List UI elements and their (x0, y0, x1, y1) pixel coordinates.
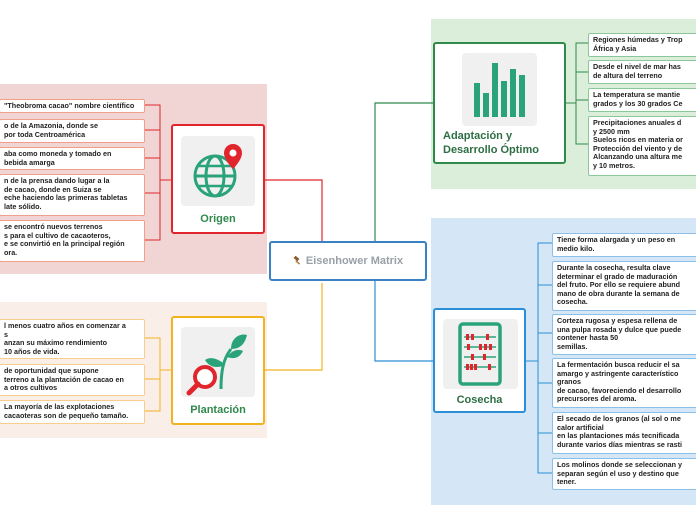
cosecha-title: Cosecha (456, 394, 503, 406)
cosecha-item-5[interactable]: El secado de los granos (al sol o me cal… (552, 412, 696, 454)
central-title: Eisenhower Matrix (305, 255, 404, 267)
central-topic[interactable]: Eisenhower Matrix (269, 241, 427, 281)
adaptacion-item-4[interactable]: Precipitaciones anuales d y 2500 mm Suel… (588, 116, 696, 176)
plant-search-icon (181, 327, 255, 397)
plantacion-item-3[interactable]: La mayoría de las explotaciones cacaoter… (0, 400, 145, 424)
cosecha-item-4[interactable]: La fermentación busca reducir el sa amar… (552, 358, 696, 408)
plantacion-item-1[interactable]: l menos cuatro años en comenzar a s anza… (0, 319, 145, 359)
origen-item-5[interactable]: se encontró nuevos terrenos s para el cu… (0, 220, 145, 262)
cosecha-item-2[interactable]: Durante la cosecha, resulta clave determ… (552, 261, 696, 311)
origen-item-2[interactable]: o de la Amazonia, donde se por toda Cent… (0, 119, 145, 143)
cosecha-item-3[interactable]: Corteza rugosa y espesa rellena de una p… (552, 314, 696, 355)
cosecha-node[interactable]: Cosecha (433, 308, 526, 413)
adaptacion-item-1[interactable]: Regiones húmedas y Trop África y Asia (588, 33, 696, 57)
plantacion-item-2[interactable]: de oportunidad que supone terreno a la p… (0, 364, 145, 396)
gavel-icon (293, 256, 301, 265)
abacus-icon (443, 319, 518, 389)
origen-node[interactable]: Origen (171, 124, 265, 234)
bar-chart-icon (462, 53, 537, 126)
cosecha-item-6[interactable]: Los molinos donde se seleccionan y separ… (552, 458, 696, 490)
plantacion-node[interactable]: Plantación (171, 316, 265, 425)
cosecha-item-1[interactable]: Tiene forma alargada y un peso en medio … (552, 233, 696, 257)
origen-title: Origen (200, 213, 236, 225)
adaptacion-item-3[interactable]: La temperatura se mantie grados y los 30… (588, 88, 696, 112)
origen-item-4[interactable]: n de la prensa dando lugar a la de cacao… (0, 174, 145, 216)
origen-item-3[interactable]: aba como moneda y tomado en bebida amarg… (0, 147, 145, 170)
plantacion-title: Plantación (190, 404, 246, 416)
globe-location-icon (181, 136, 255, 206)
origen-item-1[interactable]: "Theobroma cacao" nombre científico (0, 99, 145, 113)
adaptacion-node[interactable]: Adaptación y Desarrollo Óptimo (433, 42, 566, 164)
adaptacion-title: Adaptación y Desarrollo Óptimo (443, 130, 539, 156)
adaptacion-item-2[interactable]: Desde el nivel de mar has de altura del … (588, 60, 696, 84)
